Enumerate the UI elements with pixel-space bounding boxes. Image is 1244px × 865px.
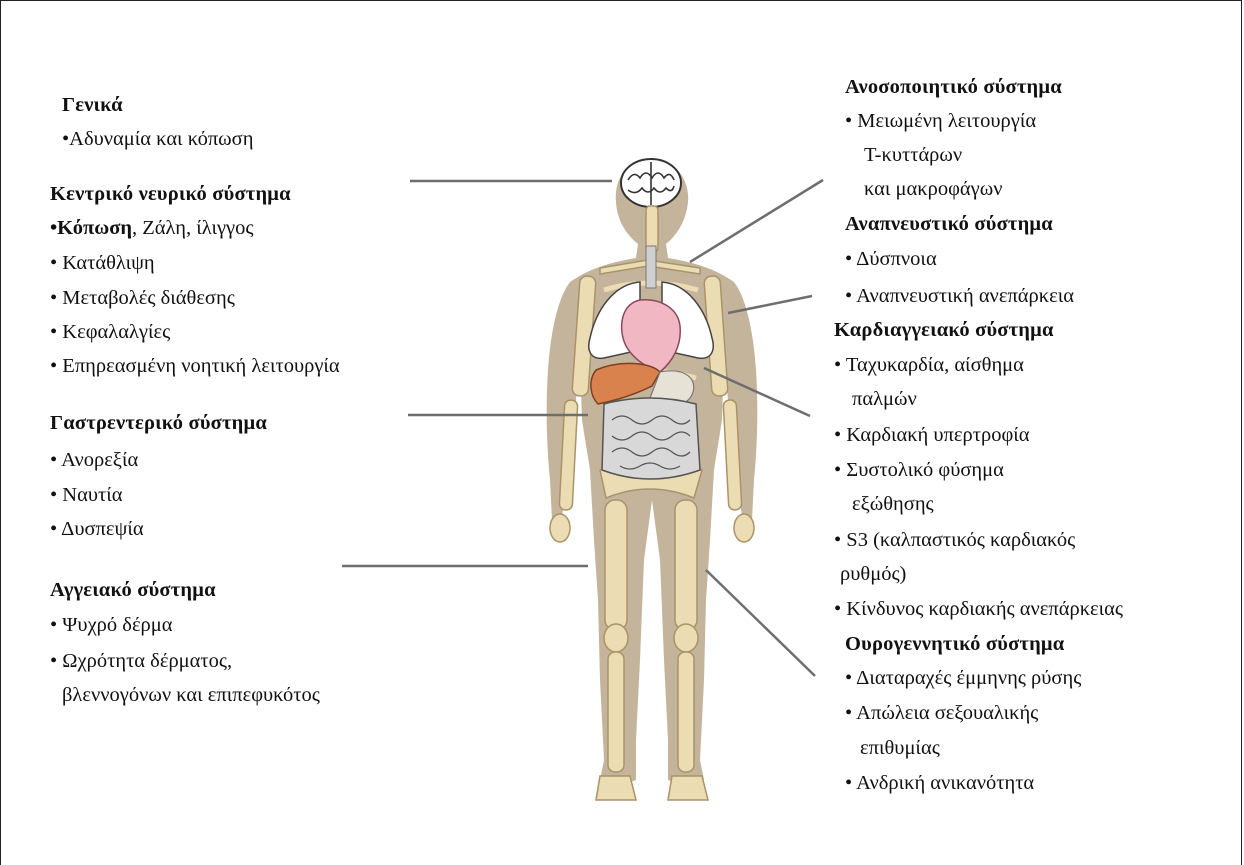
leader-line-urogenital bbox=[706, 570, 815, 676]
list-item: • Μεταβολές διάθεσης bbox=[50, 285, 235, 311]
list-item-continuation: εξώθησης bbox=[852, 491, 934, 517]
list-item: • Κίνδυνος καρδιακής ανεπάρκειας bbox=[834, 596, 1123, 622]
list-item: • Αναπνευστική ανεπάρκεια bbox=[845, 283, 1074, 309]
list-item: • Ανορεξία bbox=[50, 447, 138, 473]
heading-general: Γενικά bbox=[62, 92, 123, 118]
list-item: • Απώλεια σεξουαλικής bbox=[845, 700, 1038, 726]
list-item: • Διαταραχές έμμηνης ρύσης bbox=[845, 665, 1081, 691]
trachea bbox=[646, 246, 656, 288]
list-item-continuation: βλεννογόνων και επιπεφυκότος bbox=[62, 682, 320, 708]
heading-gastrointestinal: Γαστρεντερικό σύστημα bbox=[50, 410, 267, 436]
list-item-continuation: Τ-κυττάρων bbox=[864, 142, 962, 168]
heading-respiratory: Αναπνευστικό σύστημα bbox=[845, 211, 1053, 237]
list-item-continuation: και μακροφάγων bbox=[864, 176, 1002, 202]
heading-urogenital: Ουρογεννητικό σύστημα bbox=[845, 631, 1064, 657]
list-item: • Δύσπνοια bbox=[845, 246, 937, 272]
list-item: • Καρδιακή υπερτροφία bbox=[834, 422, 1030, 448]
heading-immune: Ανοσοποιητικό σύστημα bbox=[845, 74, 1062, 100]
list-item-continuation: επιθυμίας bbox=[860, 735, 940, 761]
bold-term: •Κόπωση bbox=[50, 217, 132, 239]
list-item: • Δυσπεψία bbox=[50, 516, 144, 542]
list-item: • S3 (καλπαστικός καρδιακός bbox=[834, 527, 1075, 553]
heading-vascular: Αγγειακό σύστημα bbox=[50, 577, 216, 603]
list-item-text: , Ζάλη, ίλιγγος bbox=[132, 217, 253, 239]
list-item: • Επηρεασμένη νοητική λειτουργία bbox=[50, 353, 340, 379]
list-item-continuation: παλμών bbox=[852, 386, 917, 412]
intestines bbox=[602, 398, 700, 479]
list-item: • Ναυτία bbox=[50, 482, 123, 508]
list-item: • Ψυχρό δέρμα bbox=[50, 612, 173, 638]
list-item: • Ωχρότητα δέρματος, bbox=[50, 648, 232, 674]
list-item: • Κεφαλαλγίες bbox=[50, 319, 170, 345]
list-item: • Ανδρική ανικανότητα bbox=[845, 770, 1034, 796]
brain-icon bbox=[621, 159, 681, 207]
list-item: • Μειωμένη λειτουργία bbox=[845, 108, 1036, 134]
list-item-continuation: ρυθμός) bbox=[840, 561, 906, 587]
human-body-figure bbox=[547, 159, 758, 800]
leader-line-immune bbox=[690, 180, 823, 262]
list-item: • Συστολικό φύσημα bbox=[834, 457, 1004, 483]
list-item: • Ταχυκαρδία, αίσθημα bbox=[834, 352, 1024, 378]
heading-cns: Κεντρικό νευρικό σύστημα bbox=[50, 181, 291, 207]
list-item: •Κόπωση, Ζάλη, ίλιγγος bbox=[50, 215, 253, 241]
list-item: •Αδυναμία και κόπωση bbox=[62, 126, 253, 152]
heading-cardiovascular: Καρδιαγγειακό σύστημα bbox=[834, 317, 1054, 343]
list-item: • Κατάθλιψη bbox=[50, 250, 155, 276]
